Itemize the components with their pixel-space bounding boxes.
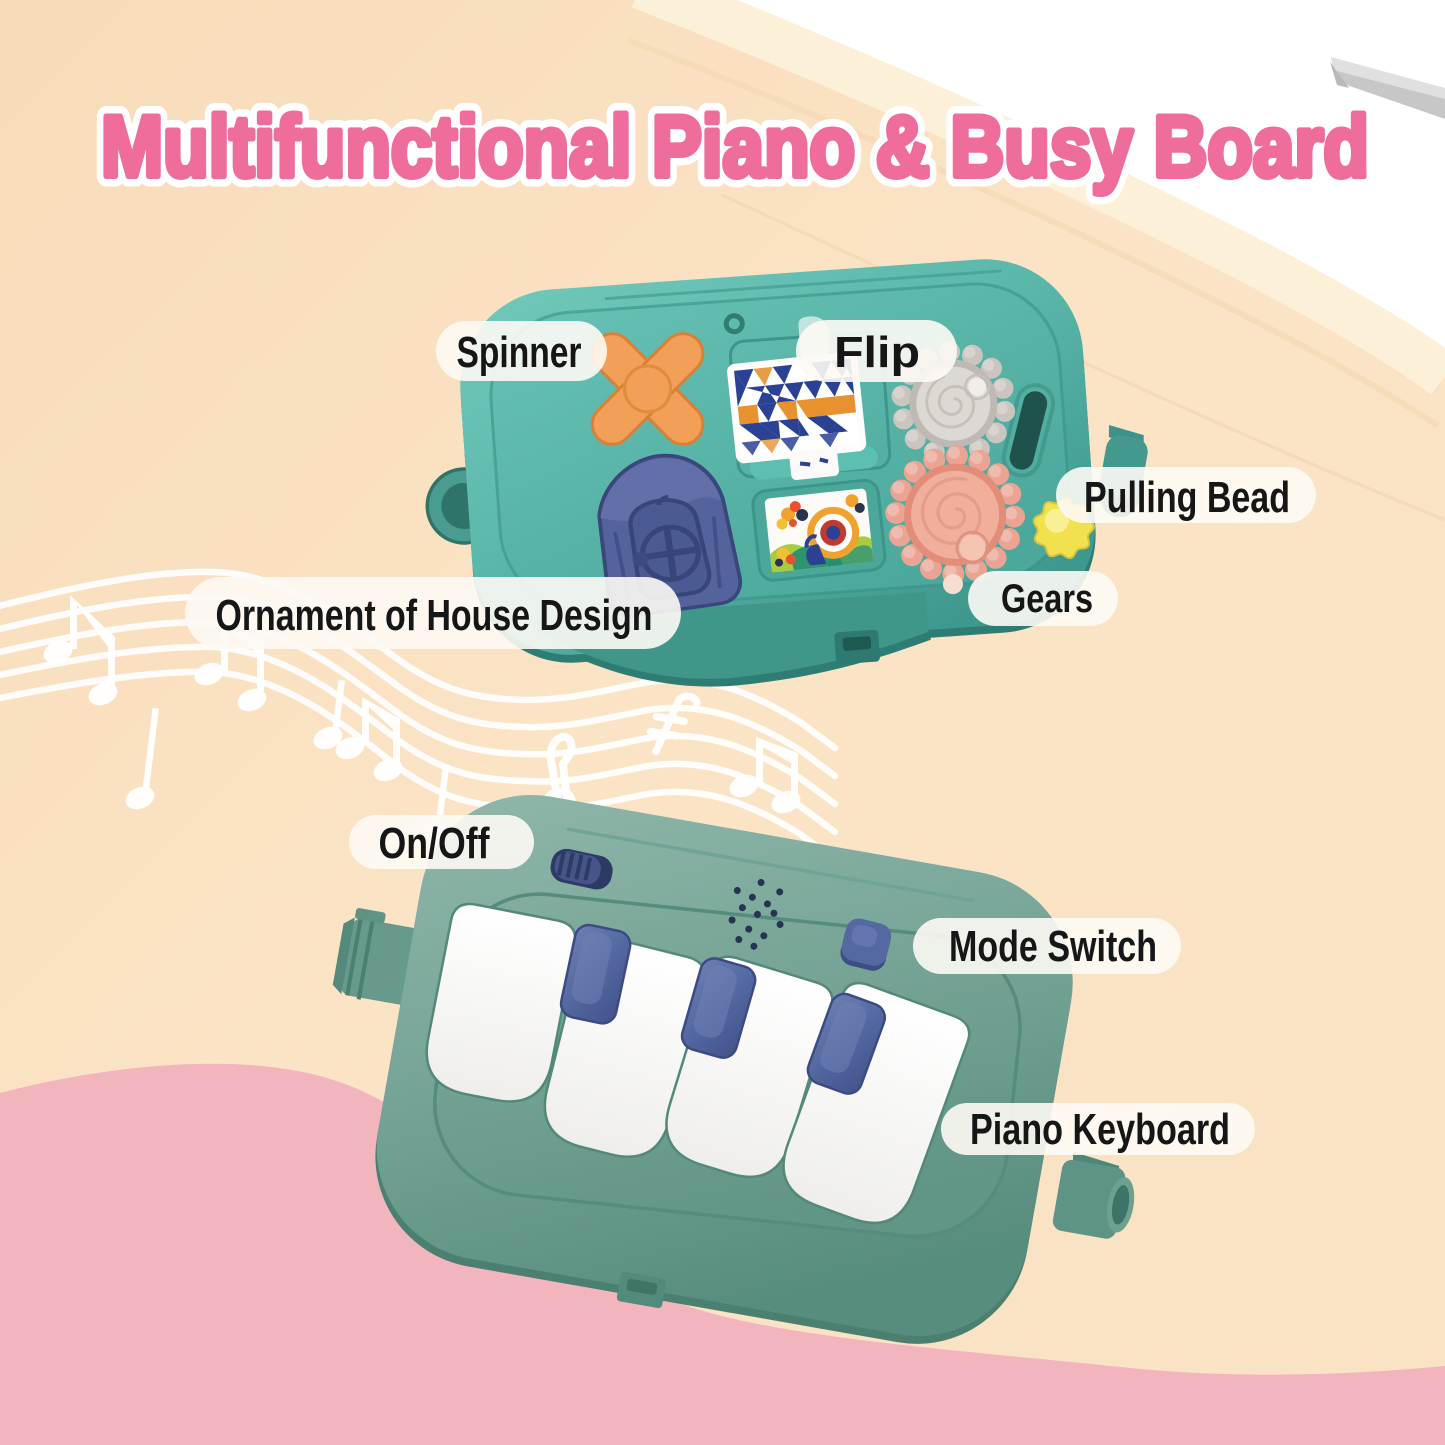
svg-text:Piano Keyboard: Piano Keyboard [970, 1105, 1230, 1154]
svg-text:Pulling Bead: Pulling Bead [1084, 473, 1290, 522]
svg-text:Spinner: Spinner [457, 328, 582, 377]
svg-text:Ornament of House Design: Ornament of House Design [216, 591, 653, 640]
svg-text:On/Off: On/Off [379, 819, 490, 868]
svg-text:Multifunctional Piano & Busy B: Multifunctional Piano & Busy Board [101, 99, 1369, 195]
svg-text:Mode Switch: Mode Switch [949, 922, 1157, 971]
svg-text:Gears: Gears [1001, 577, 1093, 621]
svg-text:Flip: Flip [834, 328, 920, 377]
svg-text:Multifunctional Piano & Busy B: Multifunctional Piano & Busy Board [101, 99, 1369, 195]
